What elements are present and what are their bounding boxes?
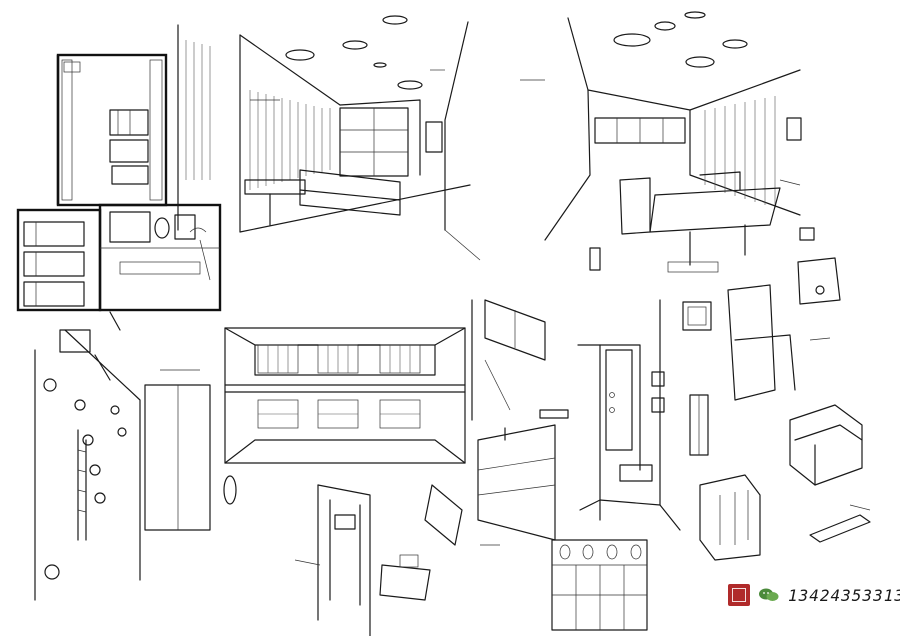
shower-panel-sketch <box>317 484 463 637</box>
entry-perspective <box>551 299 681 631</box>
bathroom-elevations <box>224 327 466 464</box>
dining-room-perspective <box>544 11 841 305</box>
bedroom-perspective <box>34 329 237 601</box>
vanity-sketch <box>471 299 569 541</box>
red-seal-stamp <box>728 584 750 606</box>
living-room-perspective <box>177 15 481 281</box>
annotation-leaders <box>160 69 831 566</box>
floor-plan <box>16 53 222 331</box>
phone-number: 13424353313 <box>788 585 900 605</box>
wechat-icon <box>758 587 780 603</box>
contact-signature: 13424353313 <box>728 582 900 608</box>
furniture-details <box>682 284 871 561</box>
